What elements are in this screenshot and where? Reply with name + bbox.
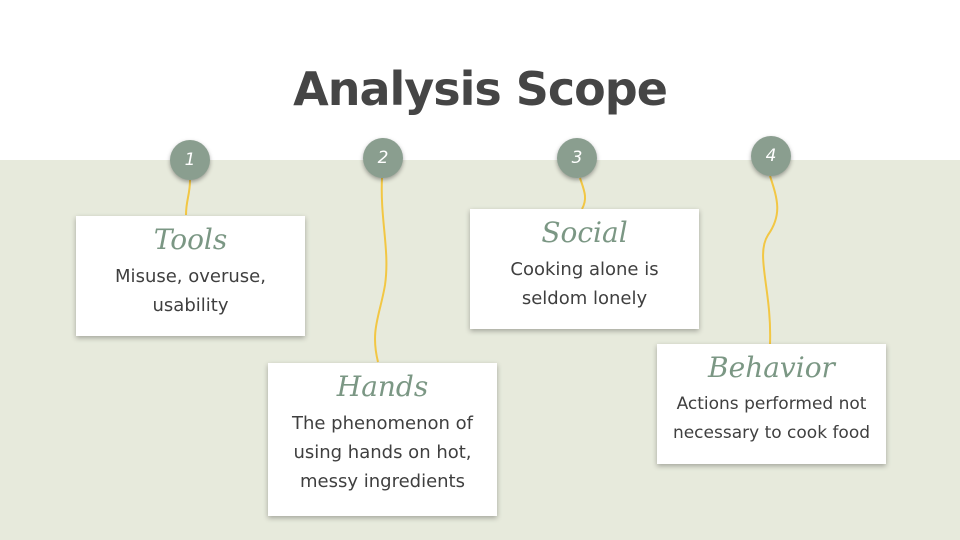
step-marker-4: 4 (751, 136, 791, 176)
connector-string-2 (374, 177, 388, 363)
page-title: Analysis Scope (293, 62, 668, 116)
card-text-behavior: Actions performed not necessary to cook … (672, 394, 871, 443)
step-marker-1: 1 (170, 140, 210, 180)
card-title-behavior: Behavior (708, 351, 835, 384)
step-number-2: 2 (377, 148, 389, 168)
card-text-social: Cooking alone is seldom lonely (510, 259, 659, 309)
connector-string-4 (762, 175, 779, 345)
card-title-social: Social (541, 216, 628, 249)
step-marker-2: 2 (363, 138, 403, 178)
step-number-4: 4 (765, 146, 777, 166)
card-hands: Hands The phenomenon of using hands on h… (268, 363, 497, 516)
card-social: Social Cooking alone is seldom lonely (470, 209, 699, 329)
connector-string-3 (579, 177, 587, 210)
step-marker-3: 3 (557, 138, 597, 178)
step-number-1: 1 (184, 150, 196, 170)
card-behavior: Behavior Actions performed not necessary… (657, 344, 886, 464)
card-text-hands: The phenomenon of using hands on hot, me… (291, 413, 474, 492)
card-title-hands: Hands (336, 370, 429, 403)
card-tools: Tools Misuse, overuse, usability (76, 216, 305, 336)
connector-string-1 (185, 179, 191, 216)
step-number-3: 3 (571, 148, 583, 168)
card-text-tools: Misuse, overuse, usability (115, 266, 266, 316)
card-title-tools: Tools (153, 223, 228, 256)
